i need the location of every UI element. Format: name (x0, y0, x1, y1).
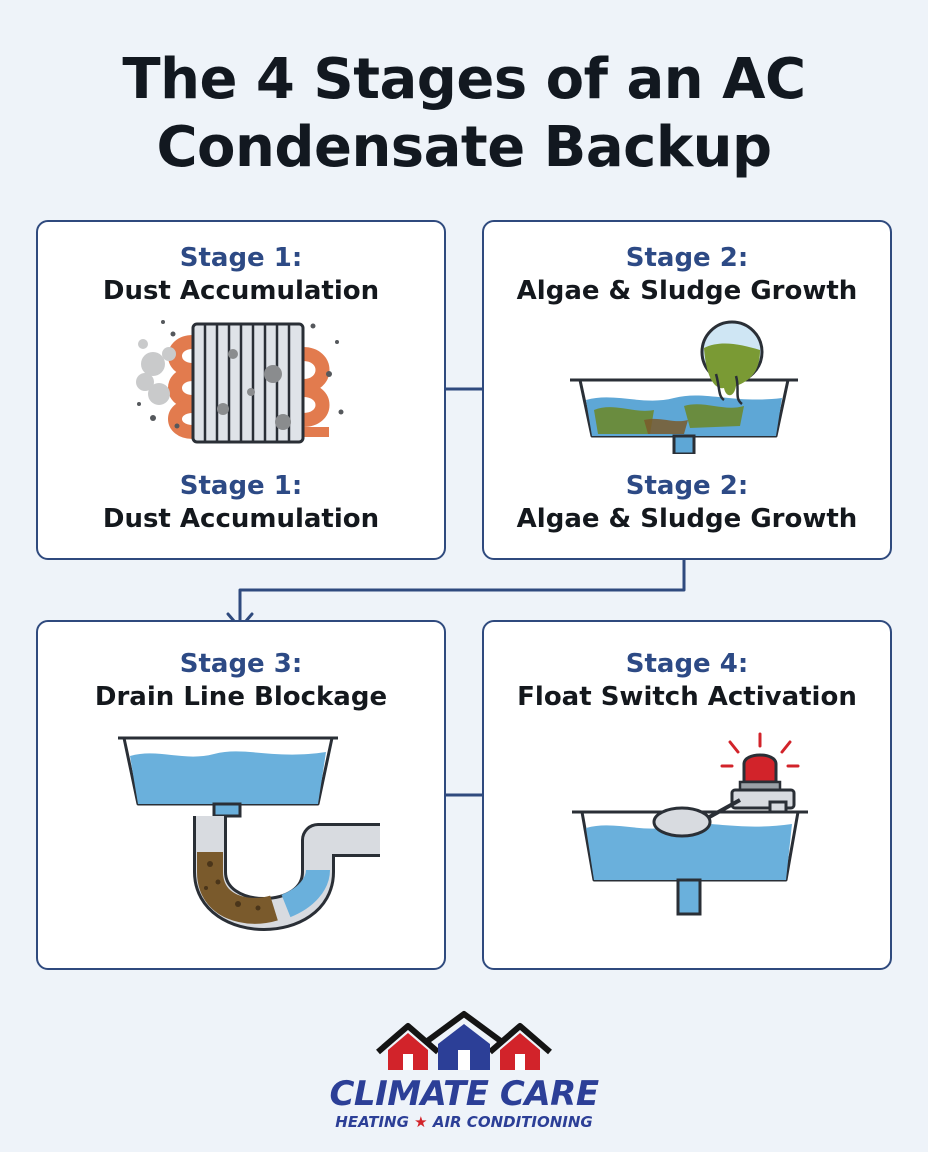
stage-card-3: Stage 3: Drain Line Blockage (36, 620, 446, 970)
stage-4-label: Stage 4: (625, 649, 749, 679)
clogged-drain-icon (118, 736, 380, 931)
stage-1-name: Dust Accumulation (102, 276, 380, 306)
tagline-left: HEATING (335, 1113, 409, 1131)
title-line-1: The 4 Stages of an AC (122, 47, 806, 112)
stage-1-caption-label: Stage 1: (179, 471, 303, 501)
stage-card-2: Stage 2: Algae & Sludge Growth Stage 2: … (482, 220, 892, 560)
dusty-coil-icon (136, 320, 344, 444)
company-logo: CLIMATE CARE HEATING ★ AIR CONDITIONING (0, 1008, 928, 1148)
alarm-light-icon (720, 732, 800, 792)
stage-2-name: Algae & Sludge Growth (516, 276, 858, 306)
stage-3-name: Drain Line Blockage (94, 682, 388, 712)
stage-2-caption: Stage 2: Algae & Sludge Growth (484, 470, 890, 536)
stage-4-name: Float Switch Activation (517, 682, 857, 712)
stage-2-caption-label: Stage 2: (625, 471, 749, 501)
stage-2-label: Stage 2: (625, 243, 749, 273)
stage-3-label: Stage 3: (179, 649, 303, 679)
brand-name: CLIMATE CARE (329, 1074, 599, 1114)
float-switch-alarm-icon (572, 732, 808, 916)
tagline-right: AIR CONDITIONING (432, 1113, 593, 1131)
star-icon: ★ (414, 1113, 428, 1131)
stage-4-header: Stage 4: Float Switch Activation (484, 648, 890, 714)
algae-pan-icon (570, 320, 798, 454)
stage-1-caption: Stage 1: Dust Accumulation (38, 470, 444, 536)
stage-card-4: Stage 4: Float Switch Activation (482, 620, 892, 970)
stage-2-caption-name: Algae & Sludge Growth (516, 504, 858, 534)
stage-1-caption-name: Dust Accumulation (102, 504, 380, 534)
stage-1-header: Stage 1: Dust Accumulation (38, 242, 444, 308)
title-line-2: Condensate Backup (156, 115, 772, 180)
stage-3-header: Stage 3: Drain Line Blockage (38, 648, 444, 714)
brand-tagline: HEATING ★ AIR CONDITIONING (0, 1112, 928, 1132)
page-title: The 4 Stages of an AC Condensate Backup (0, 46, 928, 182)
houses-icon (376, 1011, 552, 1070)
stage-2-header: Stage 2: Algae & Sludge Growth (484, 242, 890, 308)
stage-card-1: Stage 1: Dust Accumulation (36, 220, 446, 560)
stage-1-label: Stage 1: (179, 243, 303, 273)
